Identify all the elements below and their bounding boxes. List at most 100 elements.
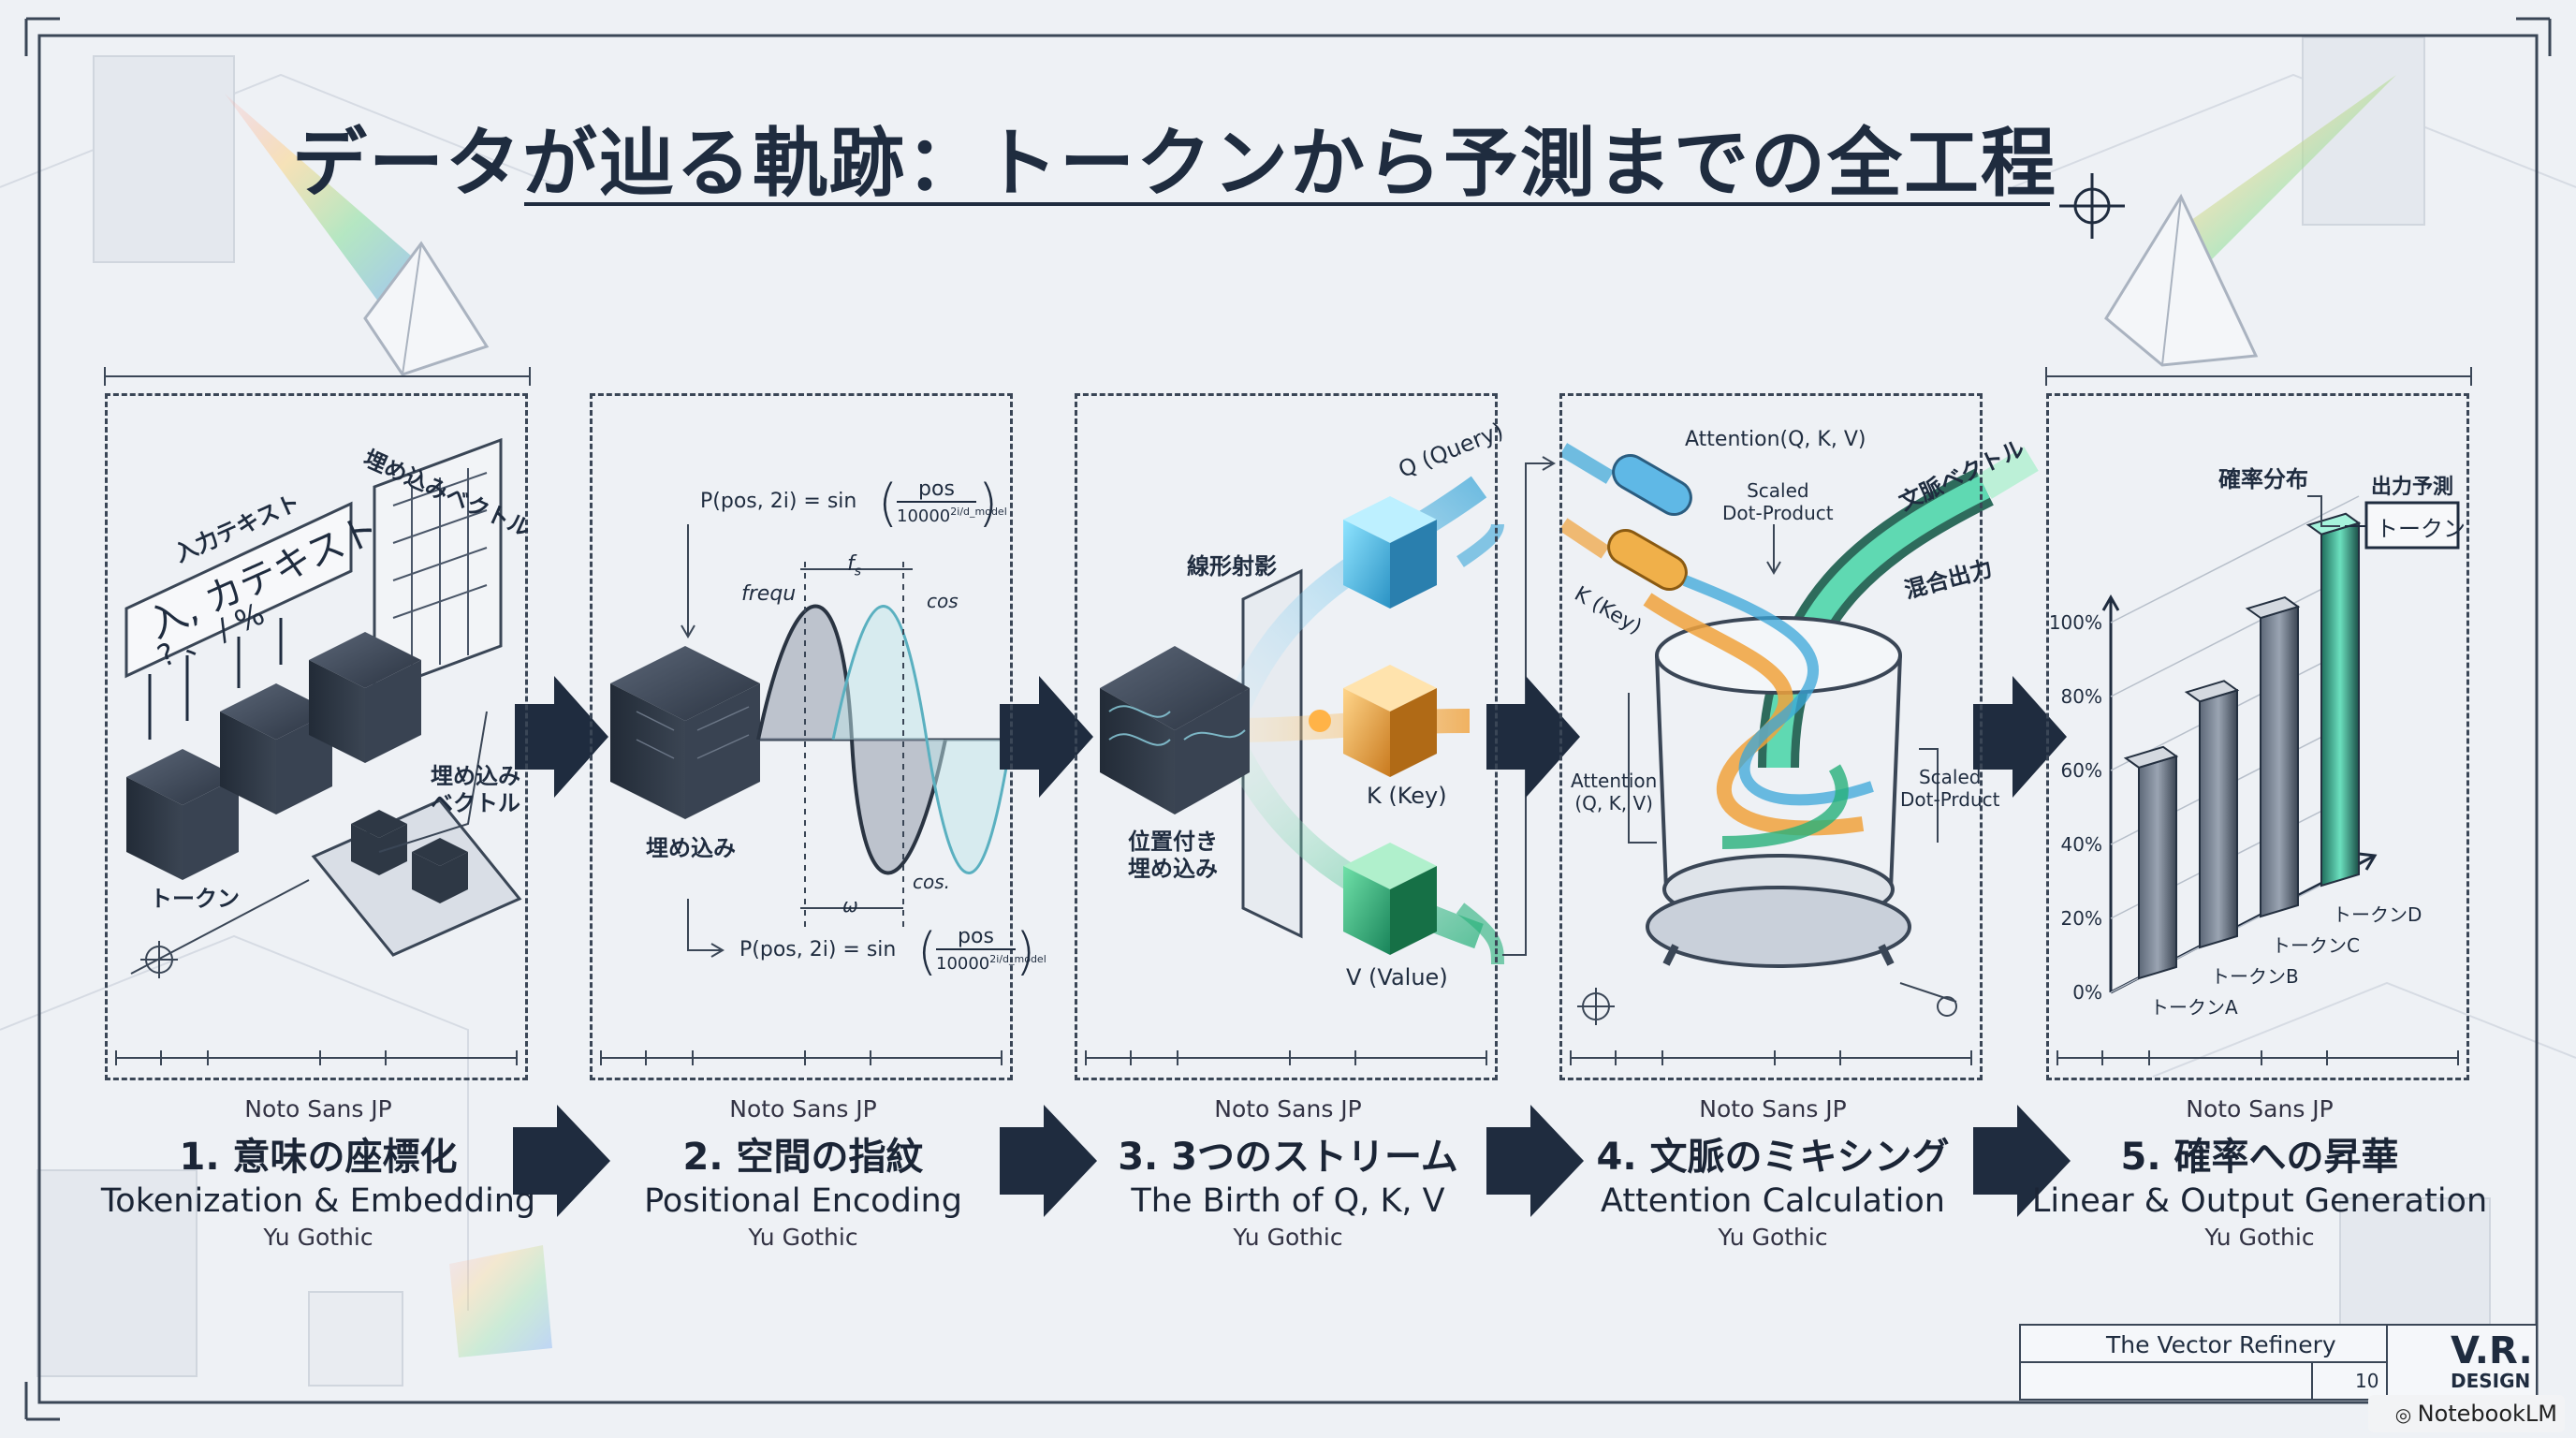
titleblock-name: The Vector Refinery [2106,1331,2336,1358]
bar [2305,512,2362,888]
cos-bottom-label: cos. [913,871,951,893]
notebooklm-watermark: ◎ NotebookLM [2368,1395,2565,1432]
step-3-font-bottom: Yu Gothic [1233,1224,1343,1251]
crosshair-icon [2059,173,2125,239]
titleblock-page: 10 [2355,1370,2379,1392]
page-frame [24,17,2552,1421]
formula-top-paren-open: ( [878,474,899,533]
panel3-illustration [1100,456,1556,965]
step-3-label: 3. 3つのストリーム [1118,1136,1458,1179]
embed-label: 埋め込み [646,835,736,861]
step-caption-5: Noto Sans JP 5. 確率への昇華 Linear & Output G… [1998,1095,2522,1251]
bar [2184,680,2240,949]
y-tick-label: 100% [2049,611,2102,634]
omega-label: ω [842,894,858,917]
step-5-label: 5. 確率への昇華 [2120,1136,2399,1179]
step-1-font-bottom: Yu Gothic [263,1224,373,1251]
step-4-en: Attention Calculation [1601,1182,1945,1220]
step-4-label: 4. 文脈のミキシング [1596,1136,1950,1179]
step-caption-4: Noto Sans JP 4. 文脈のミキシング Attention Calcu… [1511,1095,2035,1251]
page-title: データが辿る軌跡：トークンから予測までの全工程 [292,120,2057,207]
token-output-label: トークン [2376,516,2466,542]
pos-embedding-label: 位置付き 埋め込み [1128,829,1218,882]
gridline [2110,495,2360,624]
step-3-font-top: Noto Sans JP [1214,1095,1362,1123]
formula-top-numerator: pos [897,477,976,503]
y-tick-label: 0% [2072,981,2102,1004]
step-3-en: The Birth of Q, K, V [1131,1182,1445,1220]
formula-bottom-den-exp: 2i/d_model [989,953,1046,965]
panel-tokenization [105,393,528,1080]
step-2-label: 2. 空間の指紋 [682,1136,924,1179]
step-4-font-top: Noto Sans JP [1699,1095,1847,1123]
output-connector [2307,495,2340,527]
formula-top-denominator: 100002i/d_model [897,506,1007,526]
notebooklm-label: NotebookLM [2417,1401,2557,1427]
y-tick-label: 40% [2061,833,2102,856]
gridline [2110,569,2360,697]
x-tick-label: トークンD [2333,903,2422,926]
freq-label: frequ [741,582,797,606]
step-2-font-top: Noto Sans JP [729,1095,877,1123]
vr-logo: V.R. [2451,1329,2533,1372]
bar-top [2184,680,2240,703]
scaled-dot-top-label: Scaled Dot-Product [1722,479,1834,524]
token-label: トークン [150,886,240,912]
formula-bottom-numerator: pos [936,925,1016,950]
bar [2123,745,2179,980]
formula-bottom-lhs: P(pos, 2i) = sin [739,938,897,961]
panel-output [2046,393,2469,1080]
fs-sub: s [854,564,862,580]
step-caption-2: Noto Sans JP 2. 空間の指紋 Positional Encodin… [541,1095,1065,1251]
linear-projection-label: 線形射影 [1187,553,1277,580]
title-block [2019,1324,2538,1401]
value-label: V (Value) [1346,964,1448,990]
prism-bottom-left [449,1245,552,1357]
formula-top-lhs: P(pos, 2i) = sin [700,490,857,513]
y-tick-label: 20% [2061,907,2102,930]
notebooklm-icon: ◎ [2394,1403,2418,1426]
prob-dist-label: 確率分布 [2218,466,2308,492]
step-2-font-bottom: Yu Gothic [748,1224,858,1251]
output-pred-label: 出力予測 [2371,476,2454,499]
formula-top-den-exp: 2i/d_model [950,506,1007,518]
y-tick-label: 80% [2061,685,2102,708]
step-1-font-top: Noto Sans JP [244,1095,392,1123]
panel4-illustration [1559,443,2039,1025]
key-label: K (Key) [1367,783,1447,809]
step-5-font-top: Noto Sans JP [2186,1095,2334,1123]
panel2-illustration [610,524,1013,958]
x-tick-label: トークンB [2211,965,2299,988]
fs-label: fs [847,552,861,579]
step-caption-3: Noto Sans JP 3. 3つのストリーム The Birth of Q,… [1026,1095,1550,1251]
formula-bottom-denominator: 100002i/d_model [936,953,1046,974]
scaled-dot-right-label: Scaled Dot-Prduct [1900,766,2000,811]
step-1-label: 1. 意味の座標化 [179,1136,458,1179]
token-output-box [2364,501,2460,550]
vr-logo-sub: DESIGN [2451,1370,2531,1392]
cos-top-label: cos [927,590,959,612]
panel-attention [1559,393,1983,1080]
step-1-en: Tokenization & Embedding [100,1182,536,1220]
fs-base: f [847,552,855,576]
bar-top [2123,745,2179,769]
panel-qkv [1075,393,1498,1080]
formula-bottom-den-base: 10000 [936,954,990,974]
attention-left-label: Attention (Q, K, V) [1571,770,1658,814]
x-tick-label: トークンC [2272,934,2360,957]
formula-bottom-paren-close: ) [1016,922,1036,981]
formula-bottom-paren-open: ( [917,922,938,981]
flow-arrows-captions [513,1105,2071,1217]
step-2-en: Positional Encoding [644,1182,962,1220]
formula-top-paren-close: ) [978,474,999,533]
dimension-lines [104,367,2472,386]
flow-arrows-diagram [515,676,2067,798]
bar-top [2245,595,2301,620]
step-5-font-bottom: Yu Gothic [2204,1224,2315,1251]
y-tick-label: 60% [2061,759,2102,782]
background-grid [0,37,2576,1387]
step-caption-1: Noto Sans JP 1. 意味の座標化 Tokenization & Em… [56,1095,580,1251]
prism-left [225,94,490,376]
bar [2245,595,2301,918]
